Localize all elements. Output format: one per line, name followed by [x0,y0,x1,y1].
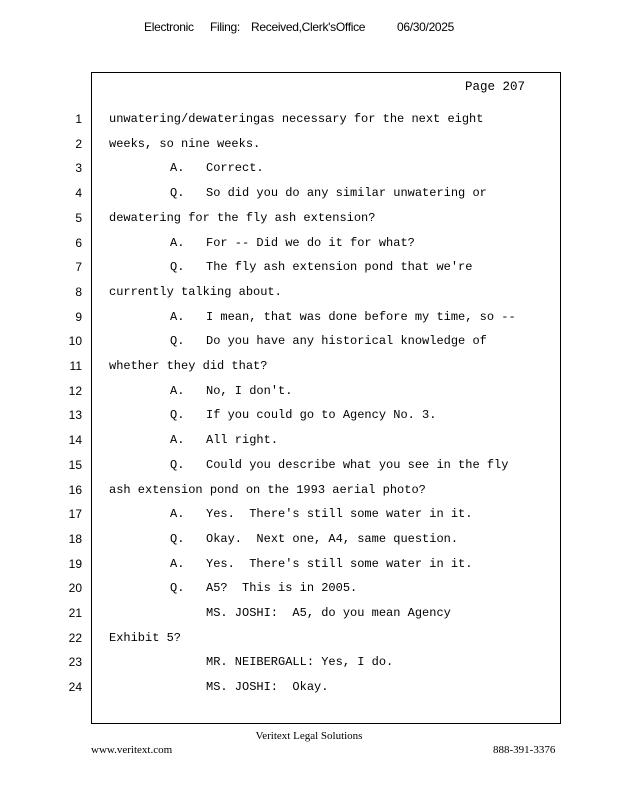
line-text: MR. NEIBERGALL: Yes, I do. [206,655,394,670]
line-text: A. Correct. [170,161,264,176]
transcript-line: 18 Q. Okay. Next one, A4, same question. [0,532,618,552]
line-number: 20 [68,581,82,596]
line-number: 12 [68,383,82,398]
line-text: Exhibit 5? [109,630,182,645]
line-text: dewatering for the fly ash extension? [109,210,376,225]
line-text: currently talking about. [109,284,282,299]
line-number: 14 [68,433,82,448]
line-number: 13 [68,408,82,423]
line-number: 19 [68,556,82,571]
line-text: MS. JOSHI: A5, do you mean Agency [206,606,451,620]
transcript-line: 19 A. Yes. There's still some water in it… [0,557,618,577]
line-number: 9 [75,309,82,324]
transcript-line: 16 ash extension pond on the 1993 aerial … [0,483,618,503]
line-text: Q. If you could go to Agency No. 3. [170,408,437,423]
transcript-line: 5 dewatering for the fly ash extension? [0,211,618,231]
line-text: unwatering/dewateringas necessary for th… [109,112,484,126]
transcript-line: 12 A. No, I don't. [0,384,618,404]
transcript-line: 15 Q. Could you describe what you see in … [0,458,618,478]
transcript-line: 1 unwatering/dewateringas necessary for t… [0,112,618,132]
line-number: 3 [75,161,82,176]
line-number: 17 [68,507,82,522]
line-text: A. I mean, that was done before my time,… [170,309,516,324]
transcript-line: 7 Q. The fly ash extension pond that we'r… [0,260,618,280]
footer-company: Veritext Legal Solutions [255,730,363,742]
transcript-frame [91,72,561,724]
transcript-line: 17 A. Yes. There's still some water in it… [0,507,618,527]
transcript-line: 4 Q. So did you do any similar unwatering… [0,186,618,206]
line-number: 22 [68,630,82,645]
line-text: Q. The fly ash extension pond that we're [170,260,473,275]
transcript-line: 14 A. All right. [0,433,618,453]
line-number: 5 [75,210,82,225]
line-text: A. No, I don't. [170,383,293,398]
line-text: MS. JOSHI: Okay. [206,680,329,695]
line-number: 18 [68,531,82,546]
transcript-line: 22 Exhibit 5? [0,631,618,651]
line-text: Q. Do you have any historical knowledge … [170,334,487,349]
line-number: 10 [68,334,82,349]
transcript-line: 9 A. I mean, that was done before my time… [0,310,618,330]
transcript-line: 8 currently talking about. [0,285,618,305]
header-date: 06/30/2025 [397,20,455,34]
line-number: 6 [75,235,82,250]
line-text: ash extension pond on the 1993 aerial ph… [109,482,426,497]
line-number: 23 [68,655,82,670]
line-text: A. For -- Did we do it for what? [170,235,415,250]
page-number: Page 207 [465,80,526,94]
line-number: 21 [68,606,82,620]
line-number: 11 [69,359,82,373]
transcript-line: 10 Q. Do you have any historical knowledg… [0,334,618,354]
footer-phone: 888-391-3376 [493,744,556,756]
header-received: Received,Clerk'sOffice [251,20,366,34]
line-text: Q. A5? This is in 2005. [170,581,358,596]
line-text: whether they did that? [109,359,268,373]
line-text: A. Yes. There's still some water in it. [170,507,473,522]
line-text: Q. Could you describe what you see in th… [170,457,509,472]
transcript-line: 21 MS. JOSHI: A5, do you mean Agency [0,606,618,626]
header-filing: Filing: [210,20,240,34]
line-text: Q. Okay. Next one, A4, same question. [170,531,459,546]
line-number: 8 [75,284,82,299]
line-text: A. Yes. There's still some water in it. [170,556,473,571]
line-number: 1 [75,112,82,126]
line-number: 16 [68,482,82,497]
line-number: 7 [75,260,82,275]
transcript-line: 24 MS. JOSHI: Okay. [0,680,618,700]
line-number: 4 [75,186,82,201]
line-number: 2 [75,136,82,151]
line-text: Q. So did you do any similar unwatering … [170,186,487,201]
transcript-line: 20 Q. A5? This is in 2005. [0,581,618,601]
line-text: A. All right. [170,433,279,448]
line-text: weeks, so nine weeks. [109,136,261,151]
footer-website: www.veritext.com [91,744,173,756]
filing-header: Electronic Filing: Received,Clerk'sOffic… [0,20,618,36]
header-electronic: Electronic [144,20,194,34]
line-number: 24 [68,680,82,695]
line-number: 15 [68,457,82,472]
transcript-line: 11 whether they did that? [0,359,618,379]
transcript-line: 2 weeks, so nine weeks. [0,137,618,157]
transcript-line: 13 Q. If you could go to Agency No. 3. [0,408,618,428]
transcript-line: 3 A. Correct. [0,161,618,181]
transcript-line: 23 MR. NEIBERGALL: Yes, I do. [0,655,618,675]
transcript-line: 6 A. For -- Did we do it for what? [0,236,618,256]
